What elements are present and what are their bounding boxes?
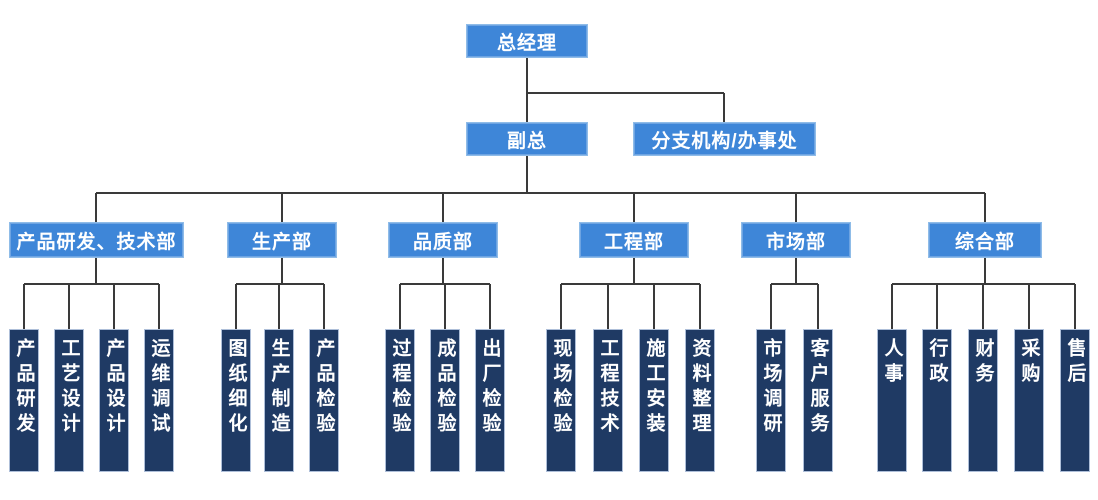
- node-general-manager: 总经理: [466, 24, 588, 58]
- leaf-label: 采购: [1018, 338, 1040, 388]
- leaf-label: 产品研发: [13, 338, 35, 438]
- node-dept-general-affairs: 综合部: [928, 222, 1042, 258]
- node-dept-marketing: 市场部: [741, 222, 851, 258]
- node-leaf-site-inspection: 现场检验: [546, 329, 576, 472]
- leaf-label: 资料整理: [689, 338, 711, 438]
- leaf-label: 现场检验: [550, 338, 572, 438]
- node-leaf-finance: 财务: [968, 329, 998, 472]
- leaf-label: 生产制造: [268, 338, 290, 438]
- node-leaf-market-research: 市场调研: [756, 329, 786, 472]
- leaf-label: 售后: [1064, 338, 1086, 388]
- leaf-label: 市场调研: [760, 338, 782, 438]
- leaf-label: 行政: [926, 338, 948, 388]
- node-dept-production: 生产部: [227, 222, 337, 258]
- leaf-label: 人事: [881, 338, 903, 388]
- node-leaf-document-organizing: 资料整理: [685, 329, 715, 472]
- node-leaf-product-inspection: 产品检验: [309, 329, 339, 472]
- node-leaf-product-design: 产品设计: [99, 329, 129, 472]
- leaf-label: 过程检验: [389, 338, 411, 438]
- leaf-label: 产品设计: [103, 338, 125, 438]
- node-leaf-manufacturing: 生产制造: [264, 329, 294, 472]
- node-leaf-procurement: 采购: [1014, 329, 1044, 472]
- node-leaf-customer-service: 客户服务: [803, 329, 833, 472]
- node-leaf-hr: 人事: [877, 329, 907, 472]
- node-leaf-admin: 行政: [922, 329, 952, 472]
- node-leaf-ops-debug: 运维调试: [144, 329, 174, 472]
- node-leaf-drawing-detail: 图纸细化: [221, 329, 251, 472]
- node-leaf-process-design: 工艺设计: [54, 329, 84, 472]
- node-branch-offices: 分支机构/办事处: [633, 122, 816, 156]
- leaf-label: 产品检验: [313, 338, 335, 438]
- leaf-label: 成品检验: [434, 338, 456, 438]
- leaf-label: 客户服务: [807, 338, 829, 438]
- leaf-label: 施工安装: [643, 338, 665, 438]
- leaf-label: 出厂检验: [479, 338, 501, 438]
- node-leaf-after-sales: 售后: [1060, 329, 1090, 472]
- node-leaf-outgoing-inspection: 出厂检验: [475, 329, 505, 472]
- leaf-label: 图纸细化: [225, 338, 247, 438]
- leaf-label: 工程技术: [597, 338, 619, 438]
- node-leaf-construction-install: 施工安装: [639, 329, 669, 472]
- node-leaf-engineering-tech: 工程技术: [593, 329, 623, 472]
- node-dept-rd-tech: 产品研发、技术部: [9, 222, 184, 258]
- leaf-label: 运维调试: [148, 338, 170, 438]
- node-dept-quality: 品质部: [388, 222, 498, 258]
- node-leaf-finished-inspection: 成品检验: [430, 329, 460, 472]
- node-dept-engineering: 工程部: [579, 222, 689, 258]
- node-leaf-process-inspection: 过程检验: [385, 329, 415, 472]
- leaf-label: 财务: [972, 338, 994, 388]
- leaf-label: 工艺设计: [58, 338, 80, 438]
- node-leaf-product-rd: 产品研发: [9, 329, 39, 472]
- node-deputy-general-manager: 副总: [466, 122, 588, 156]
